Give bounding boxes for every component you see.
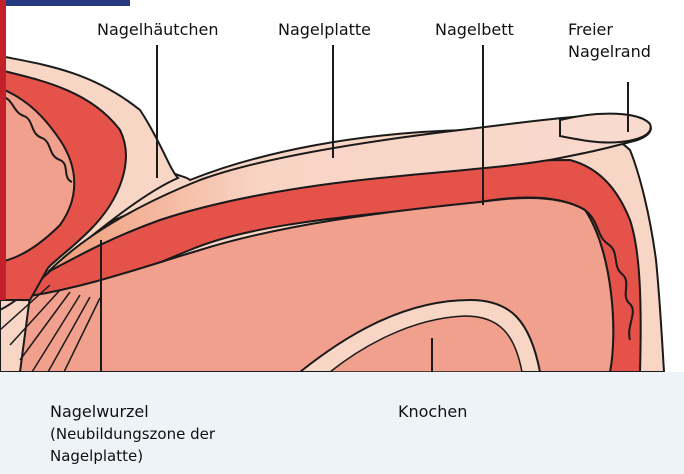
label-nail-plate: Nagelplatte [278,20,371,40]
left-accent-bar [0,0,6,300]
label-bone: Knochen [398,402,467,422]
label-cuticle: Nagelhäutchen [97,20,219,40]
diagram-panel: Nagelhäutchen Nagelplatte Nagelbett Frei… [0,0,684,372]
label-nail-root: Nagelwurzel [50,402,149,422]
free-edge [560,114,651,143]
label-nail-root-note-line1: (Neubildungszone der [50,424,215,444]
label-free-edge-line1: Freier [568,20,613,40]
top-accent-bar [0,0,130,6]
label-free-edge-line2: Nagelrand [568,42,651,62]
label-nail-bed: Nagelbett [435,20,514,40]
label-nail-root-note-line2: Nagelplatte) [50,446,143,466]
